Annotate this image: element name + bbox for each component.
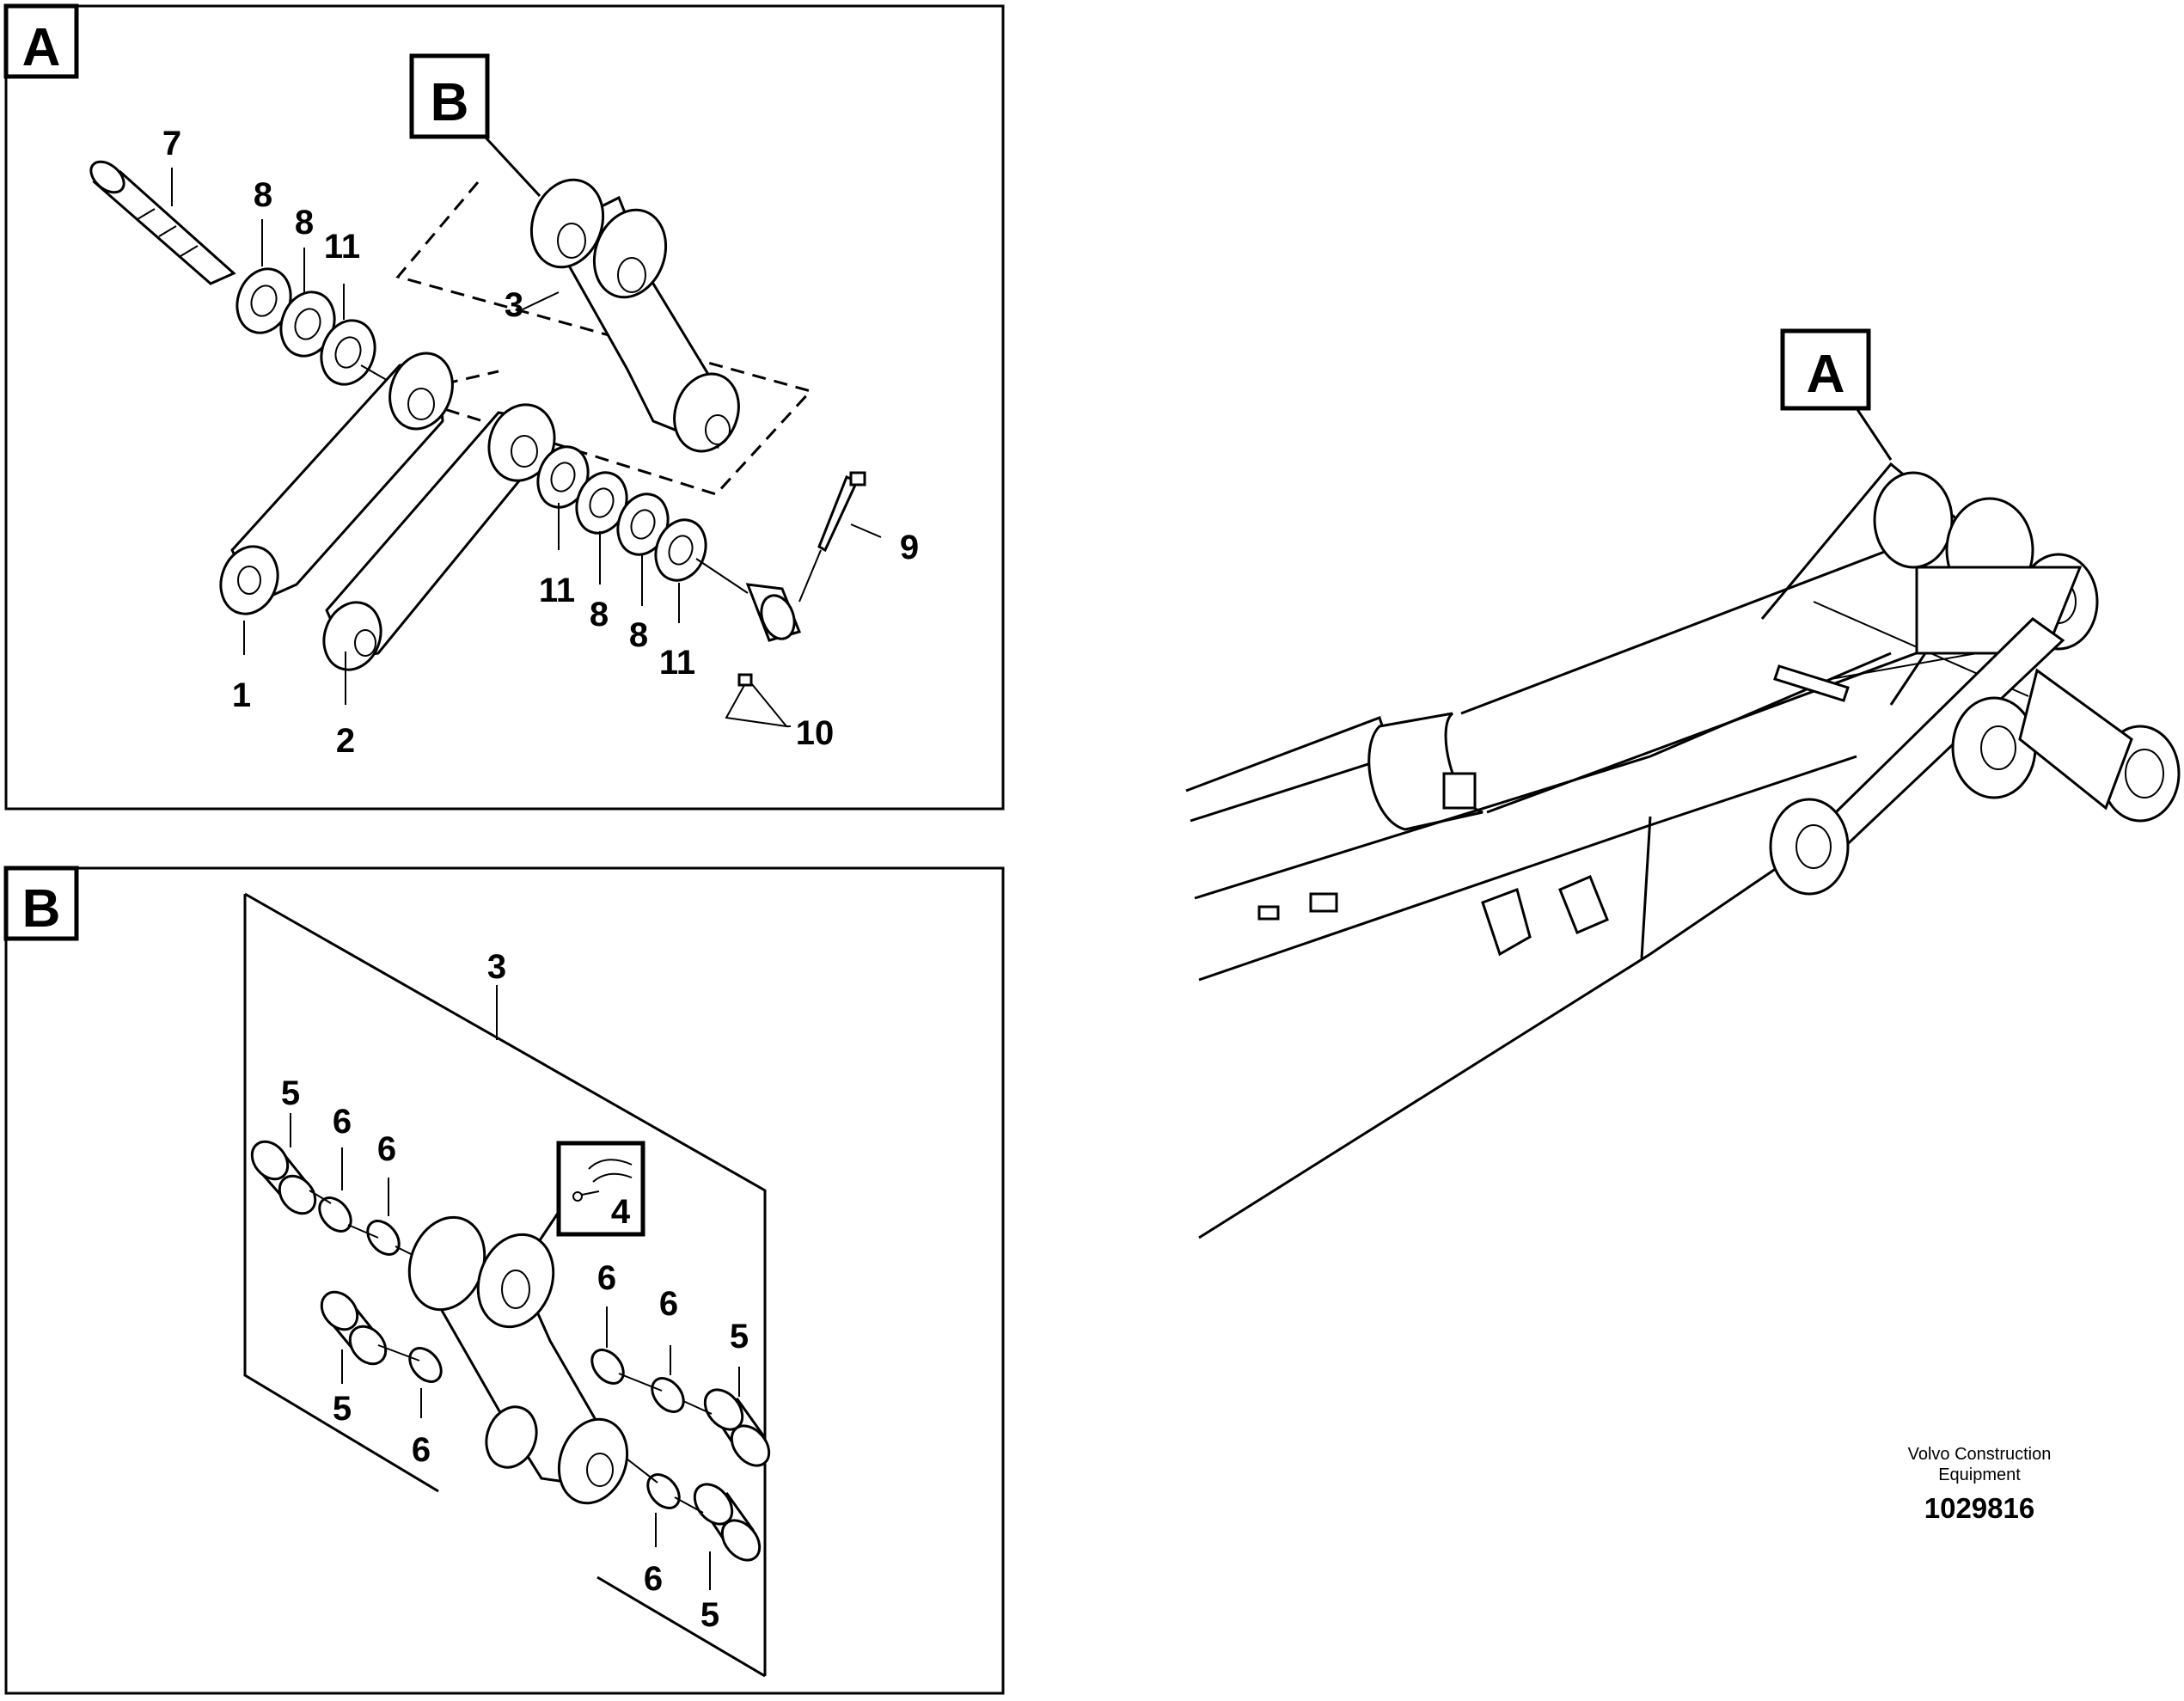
shim-11-a (320, 319, 376, 386)
callout-5-b: 5 (333, 1390, 352, 1428)
boom-overview: A (1185, 328, 2181, 1239)
detail-panel-b: B (3, 866, 1005, 1695)
callout-6-e: 6 (659, 1285, 678, 1323)
bushing-5-d (693, 1483, 762, 1562)
link-1 (219, 352, 454, 615)
grease-fitting-4-box (556, 1141, 645, 1237)
drawing-number: 1029816 (1924, 1492, 2034, 1524)
bushing-5-b (320, 1290, 388, 1366)
o-ring-6-d (590, 1349, 625, 1385)
callout-6-c: 6 (412, 1431, 431, 1469)
callout-8-a: 8 (254, 176, 272, 214)
bushing-5-c (703, 1388, 771, 1467)
o-ring-6-b (366, 1220, 401, 1256)
callout-5-c: 5 (730, 1318, 749, 1355)
detail-b-callout-box (409, 53, 490, 139)
callout-7: 7 (162, 125, 181, 162)
detail-panel-a: A B (3, 3, 1005, 811)
callout-8-c: 8 (590, 596, 609, 633)
callout-3-b: 3 (487, 948, 506, 986)
o-ring-6-f (646, 1473, 681, 1509)
boom-arm (1194, 601, 2029, 1239)
callout-5-d: 5 (700, 1596, 719, 1634)
callout-1: 1 (232, 676, 251, 714)
callout-3-a: 3 (505, 286, 523, 324)
callout-6-b: 6 (377, 1130, 396, 1168)
pin-end (745, 583, 802, 642)
bushing-5-a (250, 1140, 317, 1215)
callout-6-a: 6 (333, 1103, 352, 1141)
overview-a-tag: A (1807, 345, 1845, 404)
company-line-1: Volvo Construction (1908, 1445, 2052, 1464)
callout-8-b: 8 (295, 204, 314, 242)
callout-8-d: 8 (629, 616, 648, 654)
callout-5-a: 5 (281, 1074, 300, 1112)
shim-11-c (654, 518, 707, 582)
sub-assembly-3 (529, 178, 740, 453)
link-2 (322, 403, 556, 671)
panel-a-tag: A (22, 18, 61, 77)
o-ring-6-a (318, 1196, 352, 1233)
o-ring-6-e (651, 1377, 685, 1413)
callout-9: 9 (900, 529, 919, 566)
pin-7 (89, 160, 236, 285)
callout-10: 10 (796, 714, 835, 752)
hydraulic-cylinder (1185, 531, 1952, 831)
bolt-9 (798, 471, 866, 603)
company-line-2: Equipment (1938, 1465, 2021, 1484)
callout-6-d: 6 (597, 1259, 616, 1297)
detail-b-callout-label: B (431, 73, 469, 132)
title-block: Volvo Construction Equipment 1029816 (1908, 1445, 2052, 1524)
callout-11-a: 11 (324, 228, 360, 266)
callout-11-b: 11 (539, 572, 575, 609)
link-mechanism (1760, 462, 2181, 896)
callout-2: 2 (336, 722, 355, 760)
nut-10 (725, 673, 789, 728)
o-ring-6-c (408, 1347, 443, 1383)
callout-11-c: 11 (659, 644, 695, 682)
panel-b-tag: B (22, 879, 61, 939)
callout-4: 4 (611, 1193, 631, 1231)
callout-6-f: 6 (644, 1560, 663, 1598)
link-assembly-3 (407, 1215, 629, 1505)
